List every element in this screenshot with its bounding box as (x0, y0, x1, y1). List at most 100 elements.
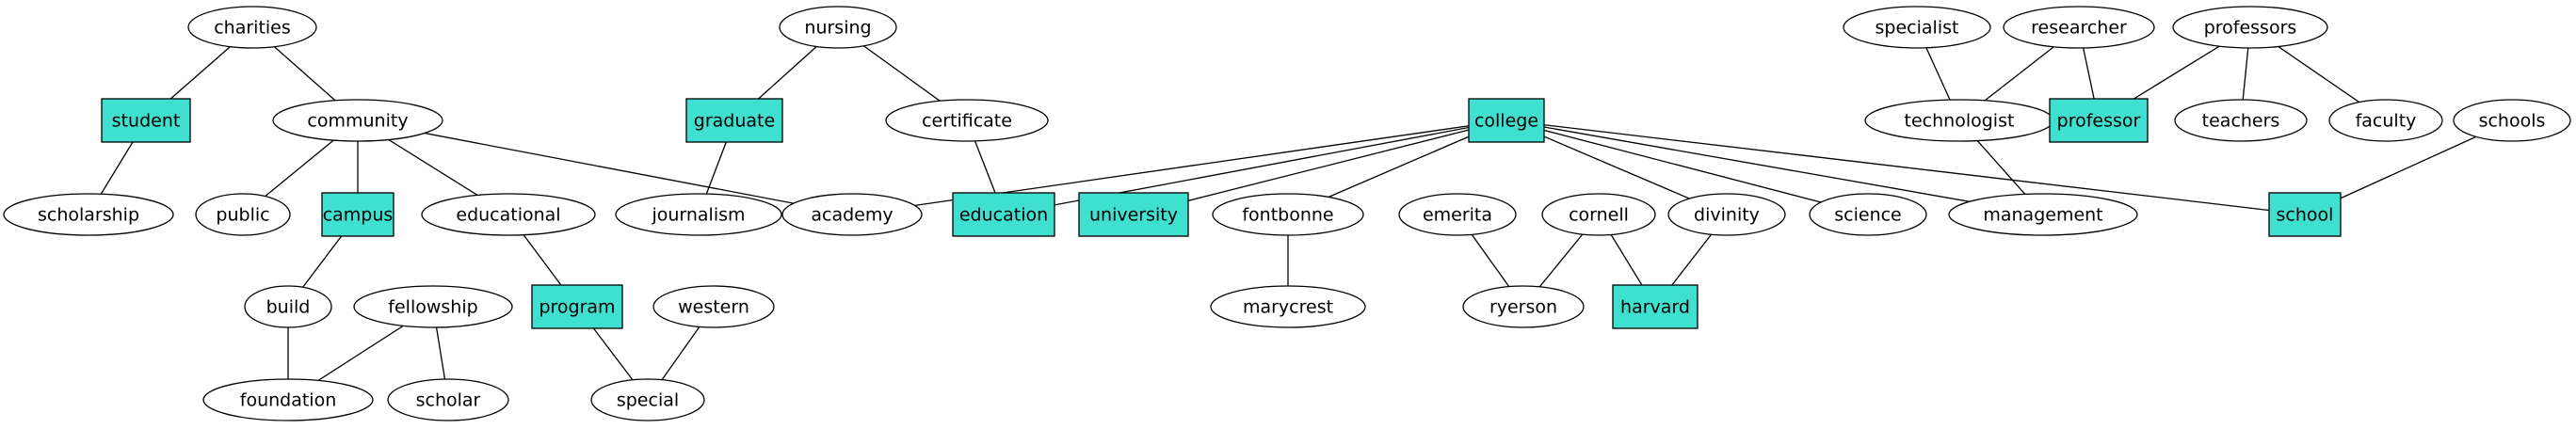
edge-college-school (1505, 119, 2306, 215)
node-label-scholar: scholar (416, 390, 481, 411)
node-label-academy: academy (811, 205, 893, 226)
node-label-certificate: certificate (922, 111, 1012, 132)
node-ellipse-emerita (1398, 193, 1517, 236)
node-professors: professors (2172, 6, 2328, 49)
edge-college-university (1133, 119, 1507, 215)
node-label-schools: schools (2479, 111, 2546, 132)
node-box-harvard (1612, 284, 1699, 329)
node-label-community: community (307, 111, 408, 132)
node-label-foundation: foundation (240, 390, 337, 411)
node-harvard: harvard (1612, 284, 1699, 329)
node-educational: educational (421, 193, 596, 236)
node-label-journalism: journalism (651, 205, 745, 226)
node-ellipse-faculty (2328, 99, 2443, 142)
node-academy: academy (781, 193, 923, 236)
node-ellipse-educational (421, 193, 596, 236)
node-ellipse-science (1809, 193, 1927, 236)
node-public: public (195, 193, 291, 236)
node-ellipse-charities (187, 6, 317, 49)
node-graduate: graduate (685, 98, 783, 143)
node-label-school: school (2277, 205, 2334, 226)
edge-college-science (1505, 119, 1869, 215)
node-schools: schools (2453, 99, 2571, 142)
node-box-college (1468, 98, 1545, 143)
node-certificate: certificate (885, 99, 1049, 142)
node-nursing: nursing (779, 6, 897, 49)
node-professor: professor (2049, 98, 2149, 143)
node-box-student (101, 98, 191, 143)
node-box-campus (321, 192, 394, 237)
node-label-special: special (617, 390, 679, 411)
node-label-campus: campus (323, 205, 394, 226)
node-ellipse-nursing (779, 6, 897, 49)
node-label-graduate: graduate (694, 111, 775, 132)
node-label-educational: educational (456, 205, 560, 226)
node-ellipse-management (1948, 193, 2138, 236)
node-college: college (1468, 98, 1545, 143)
node-divinity: divinity (1667, 193, 1786, 236)
node-ellipse-professors (2172, 6, 2328, 49)
node-label-fontbonne: fontbonne (1242, 205, 1333, 226)
node-ellipse-teachers (2174, 99, 2308, 142)
node-fontbonne: fontbonne (1212, 193, 1364, 236)
node-cornell: cornell (1541, 193, 1656, 236)
node-ellipse-scholarship (3, 193, 174, 236)
node-technologist: technologist (1864, 99, 2054, 142)
node-emerita: emerita (1398, 193, 1517, 236)
node-fellowship: fellowship (353, 285, 513, 328)
node-ellipse-divinity (1667, 193, 1786, 236)
node-ellipse-cornell (1541, 193, 1656, 236)
node-label-western: western (678, 297, 749, 318)
node-ellipse-build (244, 285, 332, 328)
node-label-program: program (539, 297, 615, 318)
node-build: build (244, 285, 332, 328)
node-campus: campus (321, 192, 394, 237)
node-management: management (1948, 193, 2138, 236)
node-label-college: college (1474, 111, 1538, 132)
node-school: school (2268, 192, 2342, 237)
node-ryerson: ryerson (1462, 285, 1585, 328)
node-journalism: journalism (615, 193, 782, 236)
node-ellipse-ryerson (1462, 285, 1585, 328)
node-program: program (531, 284, 623, 329)
node-label-specialist: specialist (1876, 18, 1959, 39)
node-student: student (101, 98, 191, 143)
node-label-technologist: technologist (1905, 111, 2015, 132)
node-specialist: specialist (1843, 6, 1991, 49)
node-ellipse-public (195, 193, 291, 236)
node-ellipse-academy (781, 193, 923, 236)
node-box-professor (2049, 98, 2149, 143)
node-scholarship: scholarship (3, 193, 174, 236)
node-label-science: science (1834, 205, 1902, 226)
node-ellipse-schools (2453, 99, 2571, 142)
node-box-education (952, 192, 1055, 237)
node-ellipse-scholar (387, 378, 509, 421)
node-scholar: scholar (387, 378, 509, 421)
node-ellipse-researcher (2003, 6, 2155, 49)
node-label-nursing: nursing (804, 18, 871, 39)
node-science: science (1809, 193, 1927, 236)
node-label-scholarship: scholarship (38, 205, 139, 226)
node-label-ryerson: ryerson (1489, 297, 1557, 318)
node-faculty: faculty (2328, 99, 2443, 142)
node-label-cornell: cornell (1569, 205, 1629, 226)
edge-community-academy (357, 119, 853, 215)
node-education: education (952, 192, 1055, 237)
node-charities: charities (187, 6, 317, 49)
node-box-school (2268, 192, 2342, 237)
node-label-emerita: emerita (1423, 205, 1492, 226)
node-western: western (652, 285, 775, 328)
nodes-layer: charities student scholarship community publ… (3, 6, 2571, 421)
node-label-faculty: faculty (2356, 111, 2417, 132)
node-label-public: public (216, 205, 269, 226)
node-community: community (272, 99, 443, 142)
node-label-marycrest: marycrest (1243, 297, 1333, 318)
node-label-charities: charities (214, 18, 291, 39)
node-label-student: student (112, 111, 181, 132)
node-label-researcher: researcher (2031, 18, 2127, 39)
edge-college-management (1505, 119, 2044, 215)
node-label-education: education (959, 205, 1048, 226)
node-foundation: foundation (202, 378, 374, 421)
node-label-professors: professors (2204, 18, 2297, 39)
